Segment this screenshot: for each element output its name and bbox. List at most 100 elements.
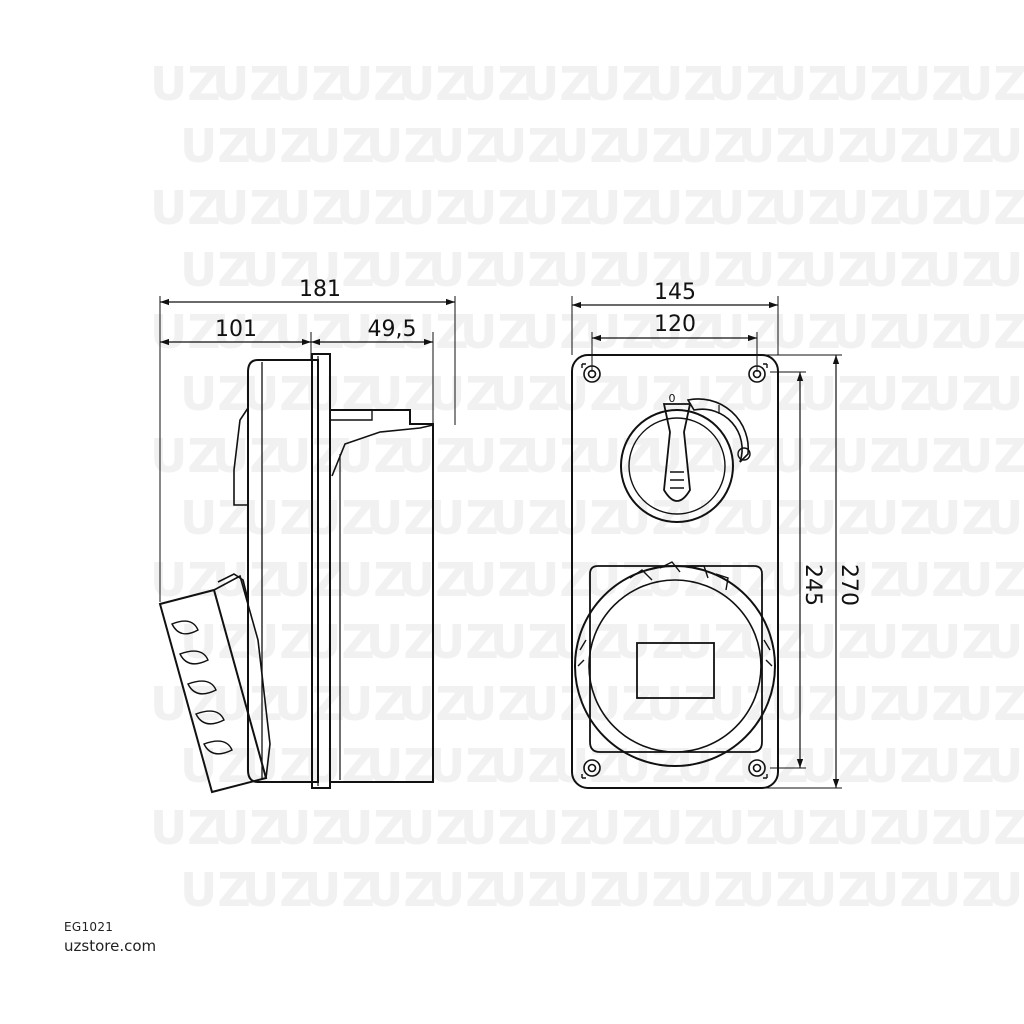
watermark-text: UZ: [770, 801, 841, 855]
watermark-text: UZ: [614, 119, 685, 173]
watermark-text: UZ: [676, 863, 747, 917]
watermark-text: UZ: [366, 615, 437, 669]
watermark-text: UZ: [956, 553, 1024, 607]
watermark-text: UZ: [366, 863, 437, 917]
watermark-text: UZ: [676, 243, 747, 297]
watermark-text: UZ: [894, 181, 965, 235]
watermark-text: UZ: [212, 181, 283, 235]
watermark-text: UZ: [584, 181, 655, 235]
watermark-text: UZ: [646, 57, 717, 111]
switch-mark-off: 0: [669, 392, 676, 405]
watermark-text: UZ: [552, 863, 623, 917]
watermark-text: UZ: [738, 615, 809, 669]
watermark-text: UZ: [924, 863, 995, 917]
watermark-text: UZ: [894, 553, 965, 607]
watermark-text: UZ: [614, 367, 685, 421]
watermark-text: UZ: [242, 243, 313, 297]
watermark-text: UZ: [738, 491, 809, 545]
watermark-text: UZ: [428, 739, 499, 793]
watermark-text: UZ: [336, 429, 407, 483]
watermark-text: UZ: [986, 119, 1024, 173]
watermark-text: UZ: [584, 429, 655, 483]
watermark-text: UZ: [738, 863, 809, 917]
watermark-text: UZ: [242, 863, 313, 917]
watermark-text: UZ: [986, 739, 1024, 793]
watermark-text: UZ: [986, 863, 1024, 917]
watermark-text: UZ: [460, 429, 531, 483]
watermark-text: UZ: [862, 491, 933, 545]
watermark-text: UZ: [738, 243, 809, 297]
watermark-text: UZ: [460, 677, 531, 731]
watermark-text: UZ: [894, 305, 965, 359]
watermark-text: UZ: [460, 305, 531, 359]
watermark-text: UZ: [428, 491, 499, 545]
watermark-text: UZ: [832, 677, 903, 731]
watermark-text: UZ: [614, 615, 685, 669]
watermark-text: UZ: [180, 119, 251, 173]
watermark-text: UZ: [552, 243, 623, 297]
watermark-text: UZ: [800, 243, 871, 297]
watermark-text: UZ: [522, 677, 593, 731]
watermark-text: UZ: [708, 429, 779, 483]
watermark-text: UZ: [336, 553, 407, 607]
watermark-text: UZ: [366, 739, 437, 793]
watermark-text: UZ: [800, 491, 871, 545]
dimension-label-270: 270: [836, 564, 861, 606]
front-enclosure: [571, 354, 779, 789]
dimension-label-181: 181: [299, 277, 341, 302]
watermark-text: UZ: [460, 553, 531, 607]
dimension-label-245: 245: [800, 564, 825, 606]
front-socket: [574, 561, 776, 767]
watermark-text: UZ: [770, 181, 841, 235]
watermark-text: UZ: [180, 615, 251, 669]
watermark-text: UZ: [428, 367, 499, 421]
dimension-label-49-5: 49,5: [368, 317, 417, 342]
watermark-text: UZ: [460, 57, 531, 111]
watermark-text: UZ: [274, 181, 345, 235]
knob-base: [330, 410, 373, 421]
watermark-text: UZ: [552, 491, 623, 545]
watermark-text: UZ: [522, 429, 593, 483]
watermark-text: UZ: [150, 181, 221, 235]
watermark-text: UZ: [490, 243, 561, 297]
watermark-text: UZ: [428, 119, 499, 173]
watermark-text: UZ: [924, 119, 995, 173]
watermark-text: UZ: [924, 615, 995, 669]
watermark-text: UZ: [522, 305, 593, 359]
watermark-text: UZ: [522, 801, 593, 855]
watermark-text: UZ: [676, 615, 747, 669]
watermark-text: UZ: [738, 119, 809, 173]
watermark-text: UZ: [956, 801, 1024, 855]
watermark-text: UZ: [150, 553, 221, 607]
watermark-text: UZ: [708, 553, 779, 607]
watermark-text: UZ: [800, 739, 871, 793]
watermark-text: UZ: [336, 801, 407, 855]
watermark-text: UZ: [956, 429, 1024, 483]
switch-knob-side: [329, 409, 434, 783]
watermark-text: UZ: [800, 367, 871, 421]
watermark-text: UZ: [150, 305, 221, 359]
watermark-text: UZ: [242, 119, 313, 173]
watermark-text: UZ: [366, 491, 437, 545]
watermark-text: UZ: [924, 491, 995, 545]
watermark-text: UZ: [428, 243, 499, 297]
watermark-text: UZ: [894, 801, 965, 855]
watermark-text: UZ: [800, 119, 871, 173]
watermark-pattern: UZUZUZUZUZUZUZUZUZUZUZUZUZUZUZUZUZUZUZUZ…: [150, 57, 1024, 917]
watermark-text: UZ: [552, 739, 623, 793]
watermark-text: UZ: [180, 863, 251, 917]
watermark-text: UZ: [584, 801, 655, 855]
watermark-text: UZ: [242, 491, 313, 545]
watermark-text: UZ: [274, 305, 345, 359]
watermark-text: UZ: [274, 677, 345, 731]
watermark-text: UZ: [986, 491, 1024, 545]
watermark-text: UZ: [552, 119, 623, 173]
watermark-text: UZ: [212, 57, 283, 111]
watermark-text: UZ: [832, 57, 903, 111]
watermark-text: UZ: [862, 367, 933, 421]
watermark-text: UZ: [428, 863, 499, 917]
watermark-text: UZ: [584, 305, 655, 359]
watermark-text: UZ: [956, 181, 1024, 235]
watermark-text: UZ: [336, 181, 407, 235]
watermark-text: UZ: [832, 181, 903, 235]
